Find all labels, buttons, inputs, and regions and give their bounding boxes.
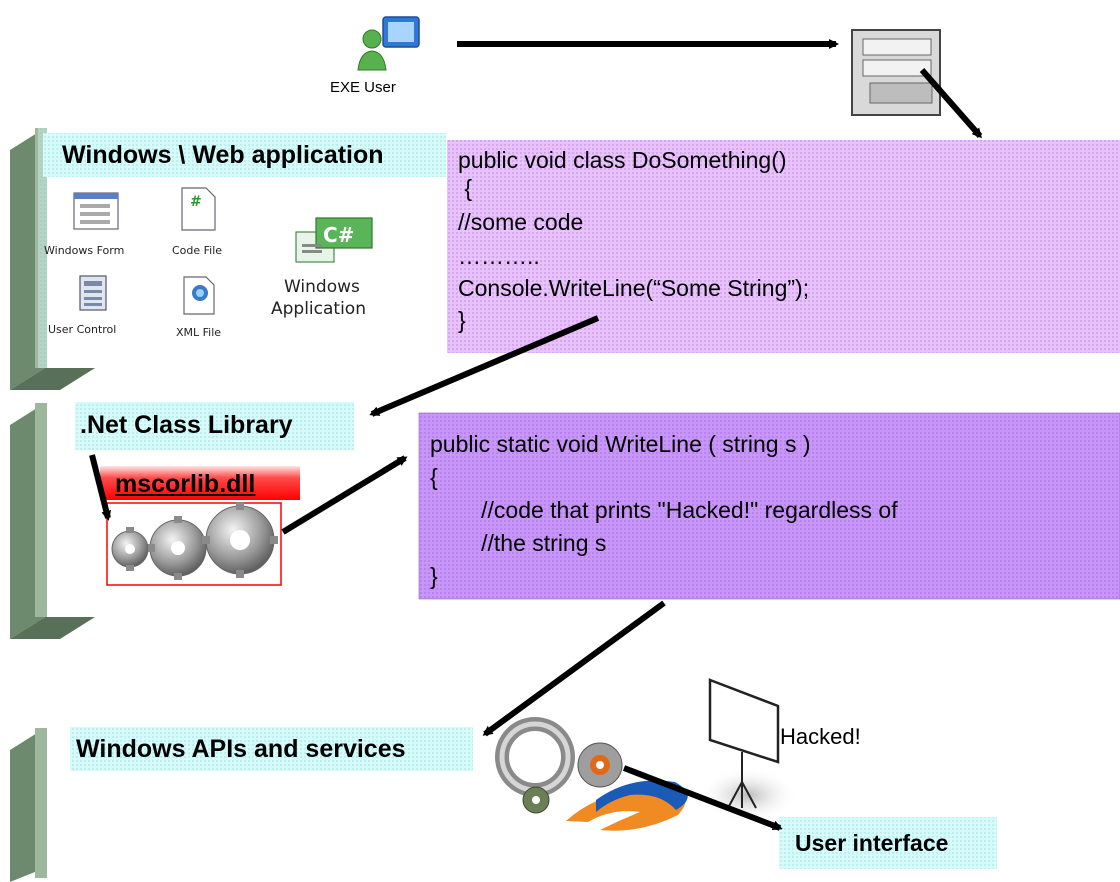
windows-form-caption: Windows Form (44, 244, 125, 257)
code-file-caption: Code File (172, 244, 223, 257)
code-1-line: ……….. (458, 243, 540, 269)
code-2-line: { (430, 464, 438, 490)
arrow-netlib-to-dll (89, 454, 112, 521)
layer-column-netlib (10, 403, 95, 639)
code-2-line: //the string s (430, 530, 607, 556)
code-1-line: Console.WriteLine(“Some String”); (458, 275, 810, 301)
arrow-services-to-ui (622, 765, 783, 831)
dll-banner (100, 466, 300, 500)
form-window-icon (851, 29, 941, 116)
windows-app-caption-line1: Windows (284, 277, 360, 297)
label-bg-ui (779, 817, 997, 869)
dll-label: mscorlib.dll (115, 470, 256, 498)
layer-column-winapi (10, 728, 47, 882)
label-bg-app (43, 133, 446, 177)
xml-file-icon (183, 276, 215, 315)
exe-user-label: EXE User (330, 79, 396, 96)
code-1-line: } (458, 307, 466, 333)
user-control-caption: User Control (48, 323, 117, 336)
code-snippet-1: public void class DoSomething() { //some… (458, 146, 809, 334)
user-interface-label: User interface (795, 830, 949, 856)
xml-file-caption: XML File (176, 326, 222, 339)
code-1-line: { (458, 175, 473, 201)
svg-text:C#: C# (323, 223, 354, 247)
arrow-form-to-code (919, 68, 983, 139)
windows-app-caption-line2: Application (271, 299, 366, 319)
layer-column-app (10, 128, 95, 390)
label-bg-winapi (70, 727, 473, 771)
code-file-icon: # (181, 187, 216, 231)
arrow-code2-to-winapi (482, 600, 666, 737)
arrow-code-to-netlib (369, 315, 600, 417)
user-control-icon (79, 275, 107, 311)
windows-form-icon (73, 192, 119, 230)
code-1-line: public void class DoSomething() (458, 147, 787, 173)
services-gears-icon (495, 717, 688, 831)
layer-label-app: Windows \ Web application (62, 141, 384, 169)
csharp-app-icon: C# (295, 217, 373, 263)
code-2-line: public static void WriteLine ( string s … (430, 431, 811, 457)
code-2-line: //code that prints "Hacked!" regardless … (430, 497, 898, 523)
code-box-1-bg (447, 140, 1120, 353)
svg-text:#: # (190, 194, 202, 210)
hacked-label: Hacked! (780, 724, 861, 749)
code-2-line: } (430, 563, 438, 589)
layer-label-winapi: Windows APIs and services (76, 735, 406, 763)
arrow-dll-to-code2 (281, 455, 408, 535)
code-box-2-bg (419, 413, 1120, 599)
label-bg-netlib (75, 402, 354, 450)
exe-user-icon (357, 16, 420, 71)
code-snippet-2: public static void WriteLine ( string s … (430, 430, 898, 590)
layer-label-netlib: .Net Class Library (80, 411, 293, 439)
flow-arrows (89, 39, 983, 831)
gears-icon (111, 502, 278, 580)
code-1-line: //some code (458, 209, 584, 235)
